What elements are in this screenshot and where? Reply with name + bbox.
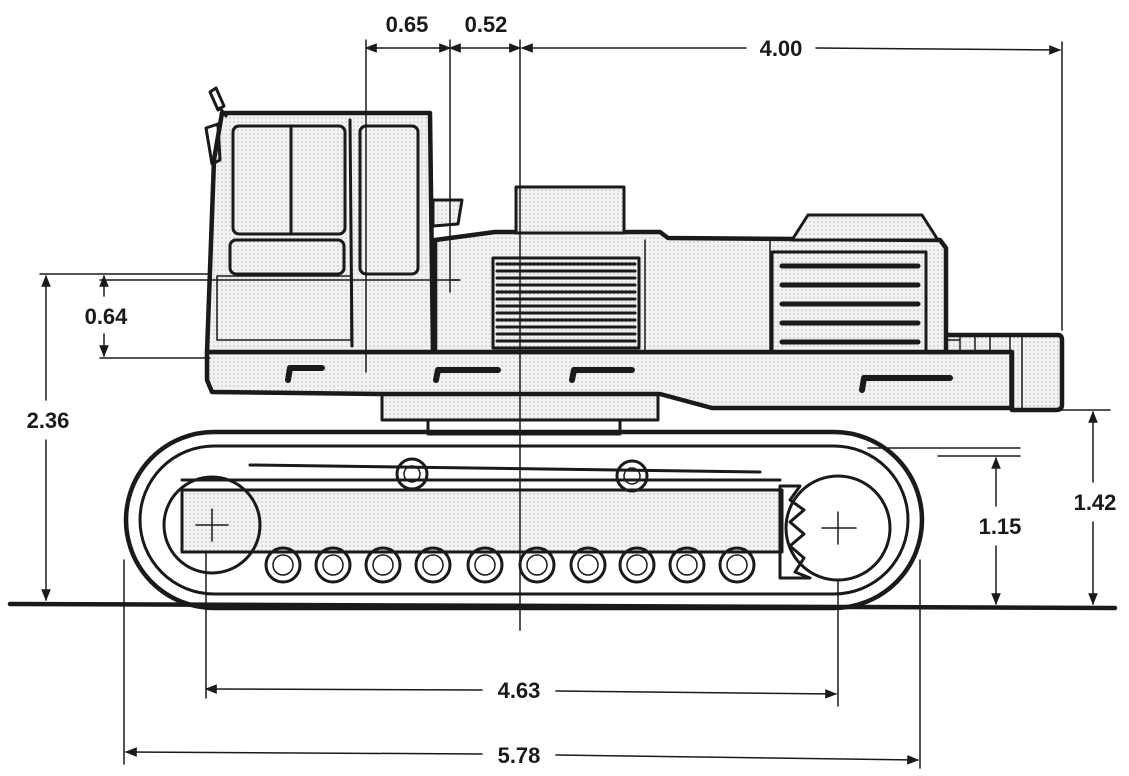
dimension-tumbler-distance: 4.63 (204, 678, 838, 703)
dimension-pivot-offset: 0.52 (448, 12, 522, 53)
dimension-track-length: 5.78 (124, 743, 920, 768)
track-outer (123, 429, 925, 611)
engine-louvres (770, 250, 928, 354)
dimension-cab-offset: 0.65 (364, 12, 452, 53)
label-track-height: 1.15 (979, 514, 1022, 539)
label-tail-radius: 4.00 (760, 36, 803, 61)
dimension-track-height: 1.15 (979, 456, 1022, 606)
cab-door-window (358, 124, 420, 276)
label-tumbler-distance: 4.63 (498, 678, 541, 703)
idler-center-mark (195, 508, 229, 542)
front-idler (162, 475, 262, 575)
track-frame (180, 488, 784, 554)
operator-cab (204, 86, 464, 355)
carrier-roller-2 (615, 459, 649, 493)
label-track-length: 5.78 (498, 743, 541, 768)
cab-front-window (231, 124, 347, 236)
label-pivot-offset: 0.52 (465, 12, 508, 37)
dimension-tail-radius: 4.00 (520, 36, 1062, 61)
radiator-grille (491, 256, 641, 350)
cab-mirror (208, 86, 226, 112)
sprocket-center-mark (821, 511, 857, 545)
upper-structure (204, 185, 1065, 413)
dimension-overall-height: 2.36 (27, 274, 70, 602)
label-cab-window-height: 0.64 (85, 304, 129, 329)
dimension-cab-window-height: 0.64 (85, 274, 129, 358)
carrier-roller-1 (395, 457, 429, 491)
label-overall-height: 2.36 (27, 408, 70, 433)
track-rollers (264, 546, 756, 584)
label-counterweight-clearance: 1.42 (1074, 490, 1117, 515)
cab-rear-box (431, 198, 464, 228)
track-inner (138, 444, 910, 596)
crawler-track (123, 429, 925, 611)
dimension-counterweight-clearance: 1.42 (1074, 410, 1117, 606)
engine-top-box (514, 185, 626, 235)
cab-lower-window (228, 238, 346, 276)
label-cab-offset: 0.65 (386, 12, 429, 37)
counterweight (927, 332, 1065, 413)
